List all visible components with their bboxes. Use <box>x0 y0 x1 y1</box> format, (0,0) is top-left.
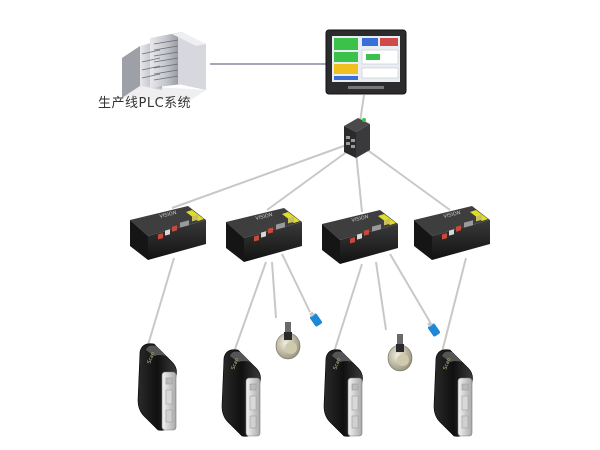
handheld-scanner-icon <box>137 343 177 431</box>
handheld-scanner-icon <box>323 349 363 437</box>
link-controller2-sensor <box>271 261 277 319</box>
controller-box-icon <box>226 208 302 262</box>
network-switch-icon <box>344 118 370 158</box>
link-switch-controller-4 <box>361 145 451 211</box>
link-controller3-scanner <box>333 263 363 353</box>
controller-box-icon <box>414 206 490 260</box>
link-controller3-sensor <box>375 261 387 331</box>
handheld-scanner-icon <box>221 349 261 437</box>
touch-panel-icon <box>325 29 407 95</box>
proximity-sensor-cap-icon <box>309 311 323 328</box>
controller-box-icon <box>322 210 398 264</box>
link-controller2-sensor-cap <box>281 253 311 313</box>
link-switch-controller-3 <box>355 151 363 213</box>
proximity-sensor-icon <box>275 321 301 360</box>
link-controller1-scanner <box>147 257 175 346</box>
link-controller2-scanner <box>233 261 267 353</box>
link-hmi-switch <box>359 94 365 123</box>
controller-box-icon <box>130 206 206 260</box>
link-lines <box>147 94 467 353</box>
link-controller3-sensor-cap <box>389 253 431 323</box>
link-controller4-scanner <box>441 257 467 353</box>
link-switch-controller-2 <box>266 147 353 211</box>
handheld-scanner-icon <box>433 349 473 437</box>
proximity-sensor-icon <box>387 333 413 372</box>
server-rack-icon <box>122 32 206 102</box>
link-switch-controller-1 <box>171 142 353 209</box>
proximity-sensor-cap-icon <box>427 321 441 338</box>
plc-system-label: 生产线PLC系统 <box>98 96 192 111</box>
